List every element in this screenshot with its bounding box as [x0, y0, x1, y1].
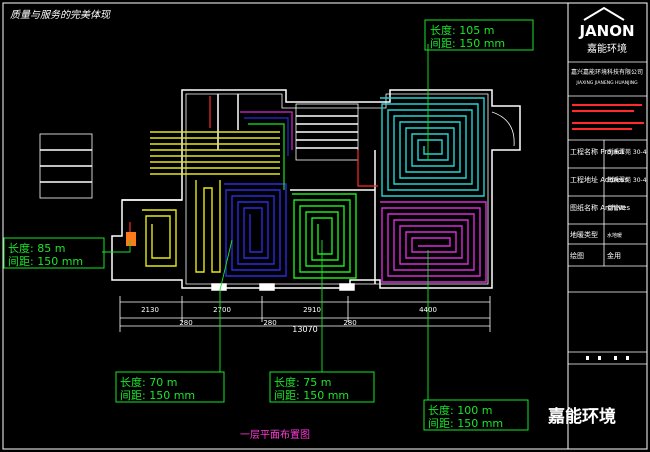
callout-spacing: 间距: 150 mm	[274, 389, 349, 402]
company-name-en: JIAXING JIANENG HUANJING	[575, 80, 638, 86]
callout-length: 长度: 85 m	[8, 241, 65, 255]
callout-length: 长度: 70 m	[120, 375, 177, 389]
contact-fineprint	[572, 104, 644, 130]
coil-zone-blue	[224, 183, 287, 277]
dim-wall: 280	[263, 319, 276, 327]
row-value: 盘管图	[607, 204, 625, 212]
row-label: 工程地址 Address	[570, 175, 628, 184]
callout-length: 长度: 75 m	[274, 375, 331, 389]
dim-wall: 280	[343, 319, 356, 327]
title-block	[568, 61, 647, 365]
callout-box: 长度: 70 m 间距: 150 mm	[115, 371, 225, 403]
roof-icon	[583, 6, 625, 21]
callout-box: 长度: 105 m 间距: 150 mm	[424, 19, 534, 51]
company-logo-cn: 嘉能环境	[587, 42, 627, 55]
row-label: 工程名称 Project	[570, 147, 624, 156]
dim-segment: 2910	[303, 306, 321, 314]
coil-zone-green	[292, 193, 357, 279]
dim-segment: 2130	[141, 306, 159, 314]
coil-zone-yellow	[142, 131, 280, 273]
stamp-marks	[586, 356, 629, 360]
company-logo: JANON	[578, 22, 634, 40]
callout-box: 长度: 100 m 间距: 150 mm	[423, 399, 529, 431]
callout-spacing: 间距: 150 mm	[8, 255, 83, 268]
row-value: 水地暖	[607, 232, 622, 239]
callout-length: 长度: 100 m	[428, 403, 492, 417]
callout-leaders	[102, 44, 429, 400]
row-label: 地暖类型	[570, 230, 598, 239]
dim-total: 13070	[292, 325, 317, 334]
callout-spacing: 间距: 150 mm	[120, 389, 195, 402]
company-name: 嘉兴嘉能环境科技有限公司	[571, 68, 643, 76]
callout-box: 长度: 75 m 间距: 150 mm	[269, 371, 375, 403]
watermark: 嘉能环境	[547, 406, 616, 427]
callout-length: 长度: 105 m	[430, 23, 494, 37]
callout-spacing: 间距: 150 mm	[428, 417, 503, 430]
dim-wall: 280	[179, 319, 192, 327]
coil-zone-cyan	[380, 97, 485, 197]
dim-segment: 2700	[213, 306, 231, 314]
callout-box: 长度: 85 m 间距: 150 mm	[3, 237, 105, 269]
row-label: 绘图	[570, 251, 584, 260]
supply-pipes	[129, 96, 378, 246]
row-value: 金用	[607, 251, 621, 260]
manifold	[126, 232, 136, 246]
building-walls	[39, 89, 521, 291]
row-value: 南溪翠苑 30-4	[607, 176, 647, 184]
callout-spacing: 间距: 150 mm	[430, 37, 505, 50]
floor-title: 一层平面布置图	[240, 429, 310, 441]
slogan: 质量与服务的完美体现	[10, 9, 111, 21]
row-value: 南溪翠苑 30-4	[607, 148, 647, 156]
row-label: 图纸名称 Archives	[570, 203, 630, 212]
coil-zone-magenta	[380, 201, 487, 283]
